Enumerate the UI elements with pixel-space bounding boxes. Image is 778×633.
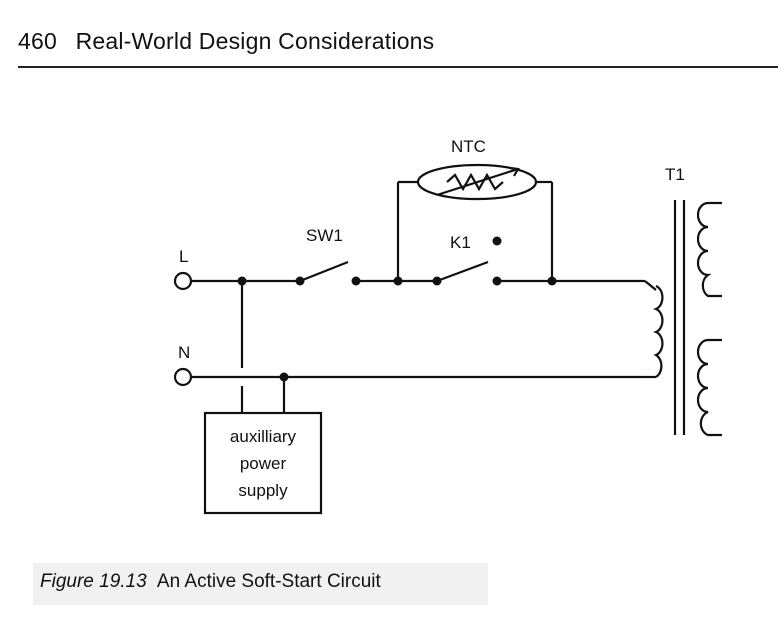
junction-dot — [393, 276, 403, 286]
terminal-n — [173, 367, 193, 387]
figure-number: Figure 19.13 — [40, 571, 147, 592]
page-number: 460 — [18, 28, 57, 54]
supply-label-line: auxilliary — [230, 427, 297, 446]
relay-k1-blade — [436, 260, 489, 283]
junction-dot — [279, 372, 289, 382]
ntc-arrowhead — [509, 166, 520, 177]
label-t1: T1 — [665, 165, 685, 184]
secondary-winding-upper — [696, 201, 722, 298]
switch-sw1-blade — [299, 260, 349, 283]
page-header: 460 Real-World Design Considerations — [18, 28, 434, 55]
supply-label-line: supply — [238, 481, 288, 500]
header-rule — [18, 66, 778, 68]
auxiliary-supply-box — [203, 411, 323, 515]
primary-winding — [653, 284, 664, 378]
label-ntc: NTC — [451, 137, 486, 156]
label-k1: K1 — [450, 233, 471, 252]
junction-dot — [547, 276, 557, 286]
supply-label-line: power — [240, 454, 287, 473]
caption-background — [33, 563, 488, 605]
sw1-contact-dot — [295, 276, 305, 286]
k1-coil-marker-dot — [492, 236, 502, 246]
figure-caption: Figure 19.13 An Active Soft-Start Circui… — [40, 571, 381, 593]
secondary-winding-lower — [696, 338, 722, 437]
junction-dot — [237, 276, 247, 286]
terminal-l — [173, 271, 193, 291]
k1-contact-dot — [432, 276, 442, 286]
label-n: N — [178, 343, 190, 362]
label-l: L — [179, 247, 188, 266]
wire-primary-top — [644, 280, 657, 291]
sw1-contact-dot — [351, 276, 361, 286]
figure-title: An Active Soft-Start Circuit — [156, 571, 381, 592]
k1-contact-dot — [492, 276, 502, 286]
ntc-diagonal — [436, 167, 519, 197]
ntc-thermistor — [416, 163, 538, 201]
label-sw1: SW1 — [306, 226, 343, 245]
running-title: Real-World Design Considerations — [75, 28, 435, 54]
